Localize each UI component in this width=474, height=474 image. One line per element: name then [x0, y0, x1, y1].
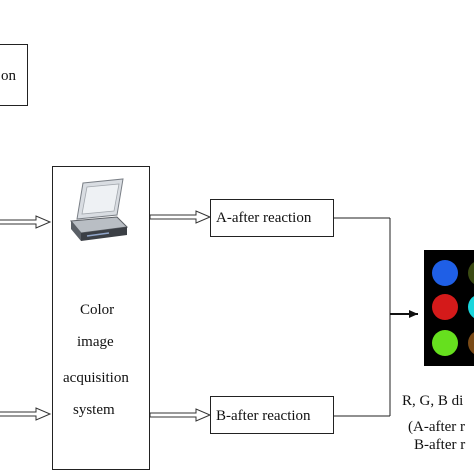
top-partial-box: on	[0, 44, 28, 106]
b-after-reaction-box: B-after reaction	[210, 396, 334, 434]
arrow-to-a-after-reaction	[149, 210, 212, 224]
color-dot-brown	[468, 330, 474, 356]
acquisition-label-line-4: system	[73, 402, 115, 418]
color-dot-dark-olive	[468, 260, 474, 286]
merge-lines	[334, 217, 391, 417]
a-after-reaction-box: A-after reaction	[210, 199, 334, 237]
input-arrow-top	[0, 215, 52, 229]
result-line-1: R, G, B di	[402, 393, 464, 409]
color-dot-blue	[432, 260, 458, 286]
result-line-3: B-after r	[414, 437, 466, 453]
arrow-to-b-after-reaction	[149, 408, 212, 422]
input-arrow-bottom	[0, 407, 52, 421]
color-dot-cyan	[468, 294, 474, 320]
top-box-label: on	[1, 68, 16, 84]
acquisition-system-box: Color image acquisition system	[52, 166, 150, 470]
acquisition-label-line-2: image	[77, 334, 114, 350]
color-dot-green	[432, 330, 458, 356]
color-dot-red	[432, 294, 458, 320]
a-after-reaction-label: A-after reaction	[216, 210, 312, 226]
scanner-icon	[70, 178, 129, 241]
acquisition-label-line-3: acquisition	[63, 370, 129, 386]
result-line-2: (A-after r	[408, 419, 466, 435]
acquisition-label-line-1: Color	[80, 302, 115, 318]
b-after-reaction-label: B-after reaction	[216, 408, 311, 424]
color-dot-grid	[424, 250, 474, 366]
